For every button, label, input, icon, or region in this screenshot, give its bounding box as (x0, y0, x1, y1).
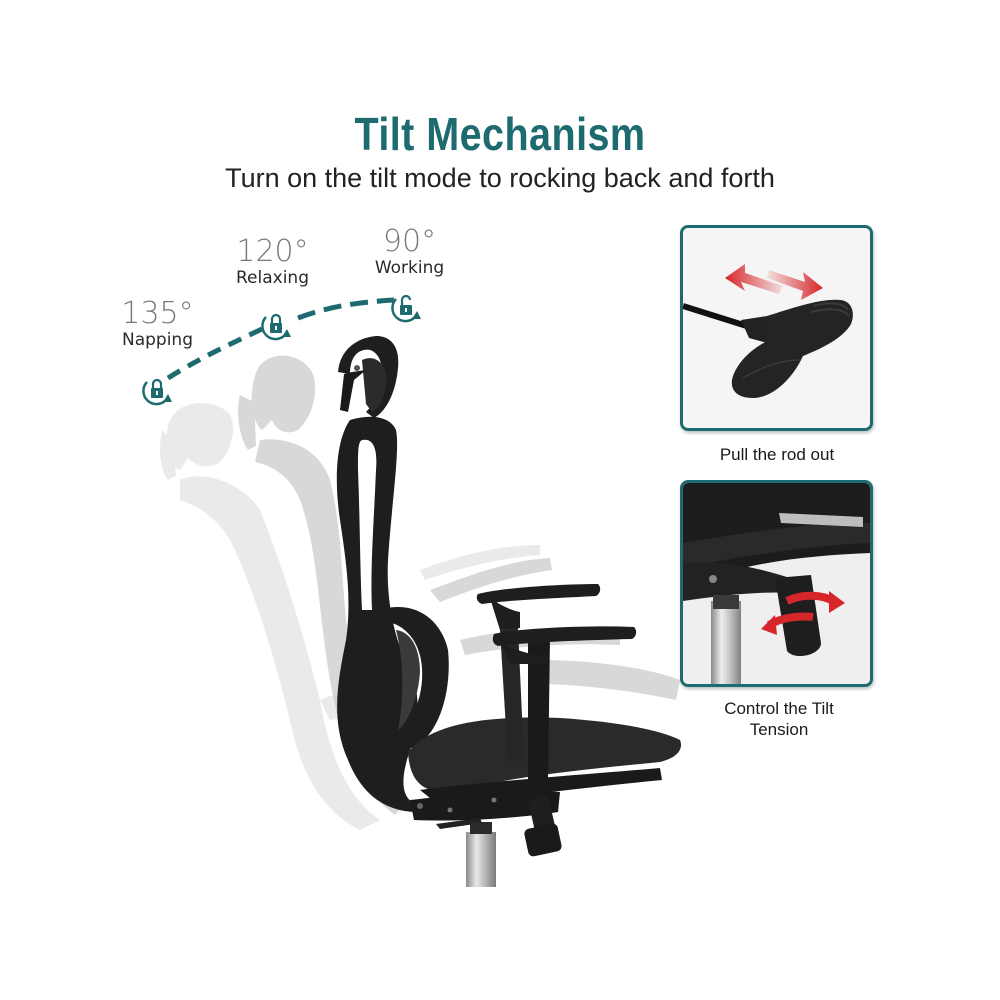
caption-tilt-tension: Control the Tilt Tension (680, 698, 878, 740)
angle-label: Napping (121, 330, 193, 350)
lock-closed-rotate-icon (261, 313, 291, 341)
detail-frame-pull-rod (680, 225, 873, 431)
angle-label: Relaxing (236, 268, 309, 288)
caption-pull-rod: Pull the rod out (719, 445, 835, 464)
caption-line-1: Control the Tilt (724, 699, 834, 718)
tilt-position-120: 120° Relaxing (225, 234, 320, 289)
angle-label: Working (374, 258, 445, 278)
tilt-position-135: 135° Napping (110, 296, 205, 351)
red-rotation-arrows-icon (761, 591, 845, 635)
angle-value: 90° (382, 224, 437, 259)
angle-value: 120° (236, 234, 309, 269)
page-title: Tilt Mechanism (354, 108, 646, 160)
tilt-arc-dashed (166, 297, 395, 381)
tilt-lock-rod-image (683, 228, 870, 428)
office-chair-upright (336, 336, 682, 887)
lock-open-rotate-icon (391, 294, 421, 323)
caption-line-2: Tension (749, 720, 809, 739)
angle-value: 135° (121, 296, 194, 331)
red-double-arrow-icon (725, 264, 823, 300)
tilt-position-90: 90° Working (362, 224, 457, 279)
tilt-tension-knob-image (683, 483, 870, 684)
lock-closed-rotate-icon (142, 378, 172, 406)
detail-frame-tilt-tension (680, 480, 873, 687)
page-subtitle: Turn on the tilt mode to rocking back an… (225, 163, 775, 193)
